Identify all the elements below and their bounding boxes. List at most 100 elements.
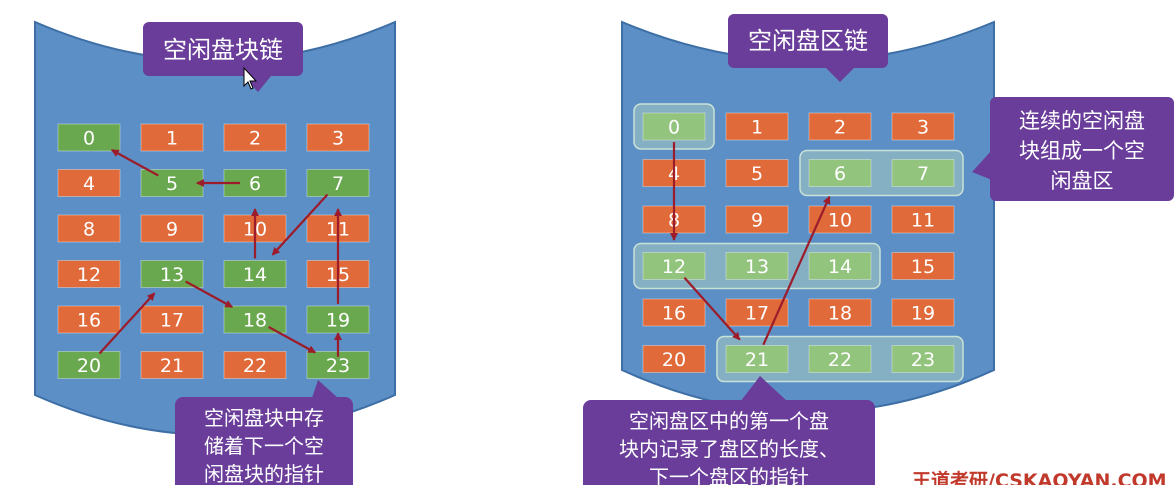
left-title: 空闲盘块链 bbox=[163, 36, 283, 64]
left-block-label-19: 19 bbox=[326, 310, 350, 332]
right-block-label-1: 1 bbox=[751, 117, 763, 139]
right-block-18 bbox=[808, 298, 872, 327]
left-chain-arrow-5-to-0 bbox=[110, 149, 159, 177]
right-block-13 bbox=[725, 252, 789, 280]
left-block-label-18: 18 bbox=[243, 310, 267, 332]
right-block-11 bbox=[891, 205, 955, 234]
left-block-3 bbox=[306, 123, 370, 152]
left-chain-arrow-13-to-18 bbox=[185, 280, 234, 308]
right-block-6 bbox=[808, 159, 872, 187]
left-block-label-6: 6 bbox=[249, 173, 261, 195]
left-block-17 bbox=[140, 305, 204, 334]
left-chain-arrow-20-to-13 bbox=[98, 292, 156, 355]
right-block-label-11: 11 bbox=[911, 210, 935, 232]
right-block-label-6: 6 bbox=[834, 163, 846, 185]
left-block-2 bbox=[223, 123, 287, 152]
left-block-label-23: 23 bbox=[326, 355, 350, 377]
left-block-12 bbox=[57, 260, 121, 288]
watermark-logo: 王道考研/CSKAOYAN.COM bbox=[912, 470, 1167, 485]
left-block-label-14: 14 bbox=[243, 264, 267, 286]
left-block-4 bbox=[57, 169, 121, 197]
right-block-label-23: 23 bbox=[911, 349, 935, 371]
left-block-label-8: 8 bbox=[83, 219, 95, 241]
left-block-label-3: 3 bbox=[332, 128, 344, 150]
right-block-0 bbox=[642, 112, 706, 141]
right-block-19 bbox=[891, 298, 955, 327]
right-block-label-22: 22 bbox=[828, 349, 852, 371]
right-block-label-15: 15 bbox=[911, 256, 935, 278]
right-block-label-0: 0 bbox=[668, 117, 680, 139]
right-block-14 bbox=[808, 252, 872, 280]
left-block-20 bbox=[57, 351, 121, 379]
left-block-label-0: 0 bbox=[83, 128, 95, 150]
left-block-label-1: 1 bbox=[166, 128, 178, 150]
region-callout-bubble: 连续的空闲盘 块组成一个空 闲盘区 bbox=[972, 97, 1174, 201]
right-block-22 bbox=[808, 345, 872, 373]
left-block-22 bbox=[223, 351, 287, 379]
right-block-7 bbox=[891, 159, 955, 187]
left-block-label-2: 2 bbox=[249, 128, 261, 150]
right-block-20 bbox=[642, 345, 706, 373]
left-block-label-20: 20 bbox=[77, 355, 101, 377]
right-title: 空闲盘区链 bbox=[748, 27, 868, 55]
right-note-bubble: 空闲盘区中的第一个盘 块内记录了盘区的长度、 下一个盘区的指针 bbox=[583, 376, 875, 485]
left-block-8 bbox=[57, 214, 121, 243]
left-note-line-2: 储着下一个空 bbox=[204, 434, 324, 458]
left-note-line-3: 闲盘块的指针 bbox=[204, 462, 324, 485]
right-block-label-13: 13 bbox=[745, 256, 769, 278]
right-block-label-18: 18 bbox=[828, 303, 852, 325]
callout-line-3: 闲盘区 bbox=[1051, 169, 1114, 193]
right-block-label-14: 14 bbox=[828, 256, 852, 278]
right-block-label-17: 17 bbox=[745, 303, 769, 325]
mouse-cursor-icon bbox=[243, 66, 258, 90]
right-block-label-20: 20 bbox=[662, 349, 686, 371]
left-block-21 bbox=[140, 351, 204, 379]
right-block-3 bbox=[891, 112, 955, 141]
right-block-label-12: 12 bbox=[662, 256, 686, 278]
callout-line-1: 连续的空闲盘 bbox=[1019, 109, 1145, 133]
left-block-0 bbox=[57, 123, 121, 152]
right-block-12 bbox=[642, 252, 706, 280]
left-block-18 bbox=[223, 305, 287, 334]
right-block-label-21: 21 bbox=[745, 349, 769, 371]
right-block-label-9: 9 bbox=[751, 210, 763, 232]
left-block-14 bbox=[223, 260, 287, 288]
left-block-label-13: 13 bbox=[160, 264, 184, 286]
right-block-label-19: 19 bbox=[911, 303, 935, 325]
left-block-label-4: 4 bbox=[83, 173, 95, 195]
right-chain-arrow-12-to-21 bbox=[683, 276, 741, 341]
right-block-label-5: 5 bbox=[751, 163, 763, 185]
right-note-line-3: 下一个盘区的指针 bbox=[649, 465, 809, 485]
right-block-label-10: 10 bbox=[828, 210, 852, 232]
left-block-label-12: 12 bbox=[77, 264, 101, 286]
right-block-label-3: 3 bbox=[917, 117, 929, 139]
right-note-line-1: 空闲盘区中的第一个盘 bbox=[629, 409, 829, 433]
left-note-line-1: 空闲盘块中存 bbox=[204, 406, 324, 430]
left-block-label-9: 9 bbox=[166, 219, 178, 241]
right-block-label-2: 2 bbox=[834, 117, 846, 139]
left-block-13 bbox=[140, 260, 204, 288]
left-block-1 bbox=[140, 123, 204, 152]
left-block-5 bbox=[140, 169, 204, 197]
left-chain-arrow-7-to-14 bbox=[271, 193, 329, 256]
right-block-1 bbox=[725, 112, 789, 141]
left-note-bubble: 空闲盘块中存 储着下一个空 闲盘块的指针 bbox=[175, 380, 353, 485]
right-block-23 bbox=[891, 345, 955, 373]
left-block-label-16: 16 bbox=[77, 310, 101, 332]
right-block-label-7: 7 bbox=[917, 163, 929, 185]
right-title-bubble: 空闲盘区链 bbox=[728, 14, 888, 82]
right-note-line-2: 块内记录了盘区的长度、 bbox=[619, 437, 839, 461]
left-block-19 bbox=[306, 305, 370, 334]
right-block-2 bbox=[808, 112, 872, 141]
left-block-label-22: 22 bbox=[243, 355, 267, 377]
left-block-7 bbox=[306, 169, 370, 197]
left-block-9 bbox=[140, 214, 204, 243]
right-block-15 bbox=[891, 252, 955, 280]
left-block-16 bbox=[57, 305, 121, 334]
right-chain-arrow-21-to-6 bbox=[762, 195, 831, 346]
right-block-5 bbox=[725, 159, 789, 187]
right-block-21 bbox=[725, 345, 789, 373]
left-block-label-17: 17 bbox=[160, 310, 184, 332]
left-chain-arrow-18-to-23 bbox=[268, 326, 317, 354]
